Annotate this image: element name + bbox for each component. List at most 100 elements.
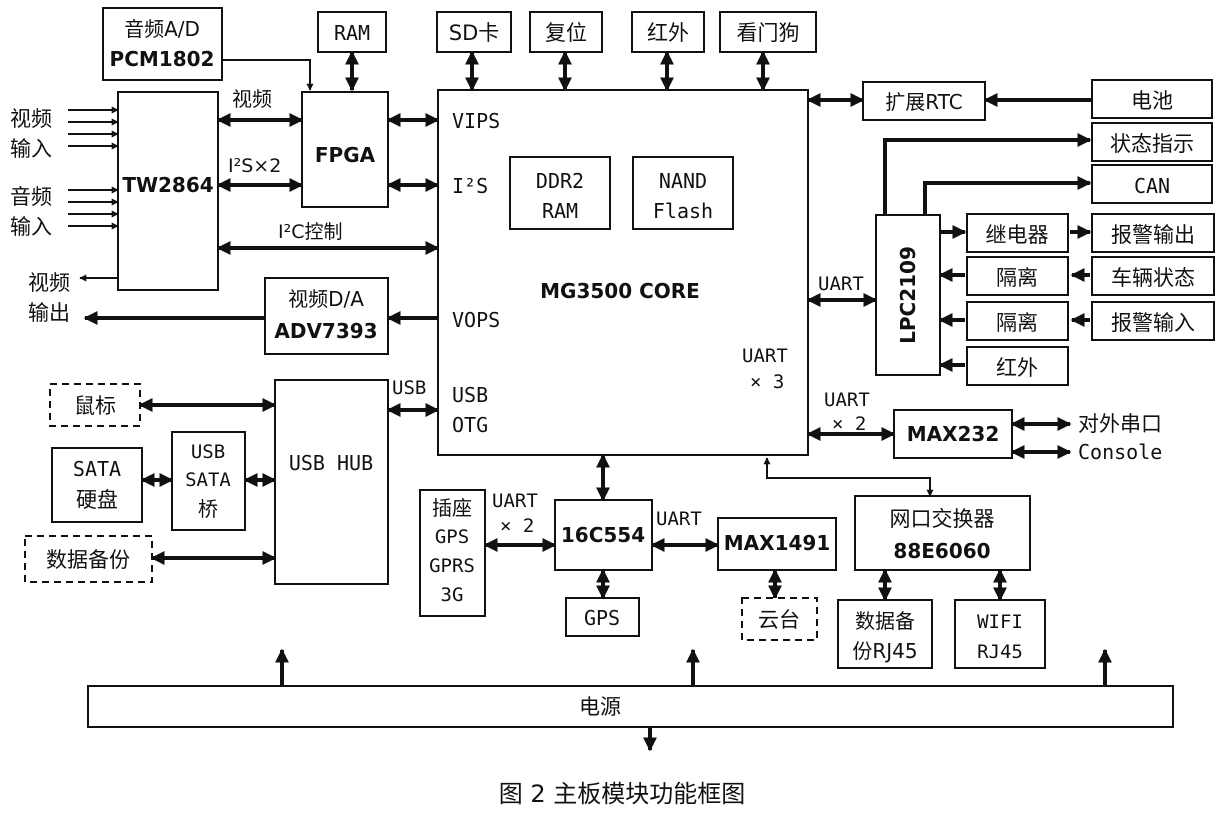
console-label: Console	[1078, 440, 1162, 464]
usb-sata-bridge-block: USB SATA 桥	[171, 431, 246, 531]
uart-x2-left-label-2: × 2	[500, 515, 534, 537]
video-out-label-1: 视频	[28, 271, 70, 295]
usb-otg-label-1: USB	[452, 383, 488, 407]
usb-hub-label: USB HUB	[289, 451, 373, 475]
socket-gprs-label: GPRS	[429, 555, 475, 577]
vehicle-status-label: 车辆状态	[1111, 266, 1195, 290]
battery-block: 电池	[1091, 79, 1213, 119]
audio-ad-block: 音频A/D PCM1802	[102, 7, 223, 81]
socket-gps-label: GPS	[435, 526, 469, 548]
usb-link-label: USB	[392, 377, 426, 399]
power-block: 电源	[87, 685, 1174, 728]
max1491-label: MAX1491	[724, 531, 830, 555]
can-label: CAN	[1134, 174, 1170, 198]
i2s-label: I²S	[452, 174, 488, 198]
nand-flash-box	[632, 156, 734, 230]
alarm-in-label: 报警输入	[1111, 311, 1195, 335]
video-da-chip: ADV7393	[274, 319, 377, 343]
socket-label: 插座	[432, 496, 472, 520]
i2s-x2-label: I²S×2	[228, 155, 281, 177]
ext-rtc-label: 扩展RTC	[885, 90, 962, 114]
mouse-block: 鼠标	[49, 383, 141, 427]
ir-top-label: 红外	[647, 21, 689, 45]
isolation-1-block: 隔离	[966, 256, 1069, 296]
tw2864-label: TW2864	[122, 173, 213, 197]
lpc2109-label: LPC2109	[896, 246, 920, 344]
core-block: DDR2 RAM NAND Flash MG3500 CORE	[437, 89, 809, 456]
uart-16c554-block: 16C554	[554, 499, 653, 571]
audio-ad-chip: PCM1802	[110, 47, 215, 71]
fpga-block: FPGA	[301, 91, 389, 208]
uart-x2-right-label-2: × 2	[832, 413, 866, 435]
audio-in-label-2: 输入	[10, 215, 52, 239]
core-label: MG3500 CORE	[540, 279, 700, 303]
sd-card-block: SD卡	[436, 11, 512, 53]
nand-label: NAND	[659, 169, 707, 193]
serial-out-label: 对外串口	[1078, 412, 1162, 436]
uart-lpc-label: UART	[818, 273, 864, 295]
usb-hub-block: USB HUB	[274, 379, 389, 585]
data-backup-block: 数据备份	[24, 535, 153, 583]
battery-label: 电池	[1131, 89, 1173, 113]
disk-label: 硬盘	[76, 488, 118, 512]
wifi-rj45-label: RJ45	[977, 641, 1023, 663]
vips-label: VIPS	[452, 109, 500, 133]
usb-otg-label-2: OTG	[452, 413, 488, 437]
isolation-1-label: 隔离	[996, 266, 1038, 290]
gps-block: GPS	[565, 597, 640, 637]
i2c-control-label: I²C控制	[278, 221, 343, 243]
net-switch-label: 网口交换器	[890, 507, 995, 531]
gps-label: GPS	[584, 606, 620, 630]
video-in-label-1: 视频	[10, 107, 52, 131]
alarm-out-block: 报警输出	[1091, 213, 1215, 253]
ptz-block: 云台	[741, 597, 818, 641]
video-label: 视频	[232, 87, 272, 111]
ir-right-block: 红外	[966, 346, 1069, 386]
ddr2-ram-box	[509, 156, 611, 230]
data-backup-label: 数据备份	[46, 548, 130, 572]
sata-disk-label: SATA	[73, 457, 121, 481]
status-led-label: 状态指示	[1110, 132, 1194, 156]
video-da-label: 视频D/A	[288, 287, 364, 311]
relay-label: 继电器	[986, 223, 1049, 247]
ram-top-label: RAM	[334, 21, 370, 45]
power-label: 电源	[579, 695, 621, 719]
socket-3g-label: 3G	[441, 584, 464, 606]
audio-in-label-1: 音频	[10, 185, 52, 209]
wifi-rj45-block: WIFI RJ45	[954, 599, 1046, 669]
uart-x2-right-label-1: UART	[824, 389, 870, 411]
uart-16c554-label: 16C554	[561, 523, 645, 547]
watchdog-label: 看门狗	[737, 21, 800, 45]
usb-sata-sata-label: SATA	[185, 469, 231, 491]
figure-caption: 图 2 主板模块功能框图	[499, 780, 746, 808]
uart-x2-left-label-1: UART	[492, 490, 538, 512]
max232-block: MAX232	[893, 409, 1013, 459]
reset-block: 复位	[529, 11, 603, 53]
audio-ad-label: 音频A/D	[124, 17, 200, 41]
isolation-2-block: 隔离	[966, 301, 1069, 341]
video-in-label-2: 输入	[10, 137, 52, 161]
alarm-in-block: 报警输入	[1091, 301, 1215, 341]
lpc2109-block: LPC2109	[875, 214, 941, 376]
sata-disk-block: SATA 硬盘	[51, 447, 143, 523]
relay-block: 继电器	[966, 213, 1069, 253]
connectors	[68, 50, 1112, 752]
ir-top-block: 红外	[631, 11, 705, 53]
can-block: CAN	[1091, 164, 1213, 204]
video-out-label-2: 输出	[28, 301, 70, 325]
max232-label: MAX232	[907, 422, 1000, 446]
ext-rtc-block: 扩展RTC	[862, 81, 986, 121]
ir-right-label: 红外	[996, 356, 1038, 380]
socket-block: 插座 GPS GPRS 3G	[419, 489, 486, 617]
ram-top-block: RAM	[317, 11, 387, 53]
backup-rj45-port: 份RJ45	[852, 639, 917, 663]
net-switch-chip: 88E6060	[893, 539, 990, 563]
flash-label: Flash	[653, 199, 713, 223]
signal-labels: 视频 输入 音频 输入 视频 输出 视频 I²S×2 I²C控制 VIPS I²…	[10, 87, 1162, 537]
ptz-label: 云台	[758, 608, 800, 632]
uart-x3-label-1: UART	[742, 345, 788, 367]
uart-max1491-label: UART	[656, 508, 702, 530]
ddr2-label: DDR2	[536, 169, 584, 193]
wifi-label: WIFI	[977, 611, 1023, 633]
